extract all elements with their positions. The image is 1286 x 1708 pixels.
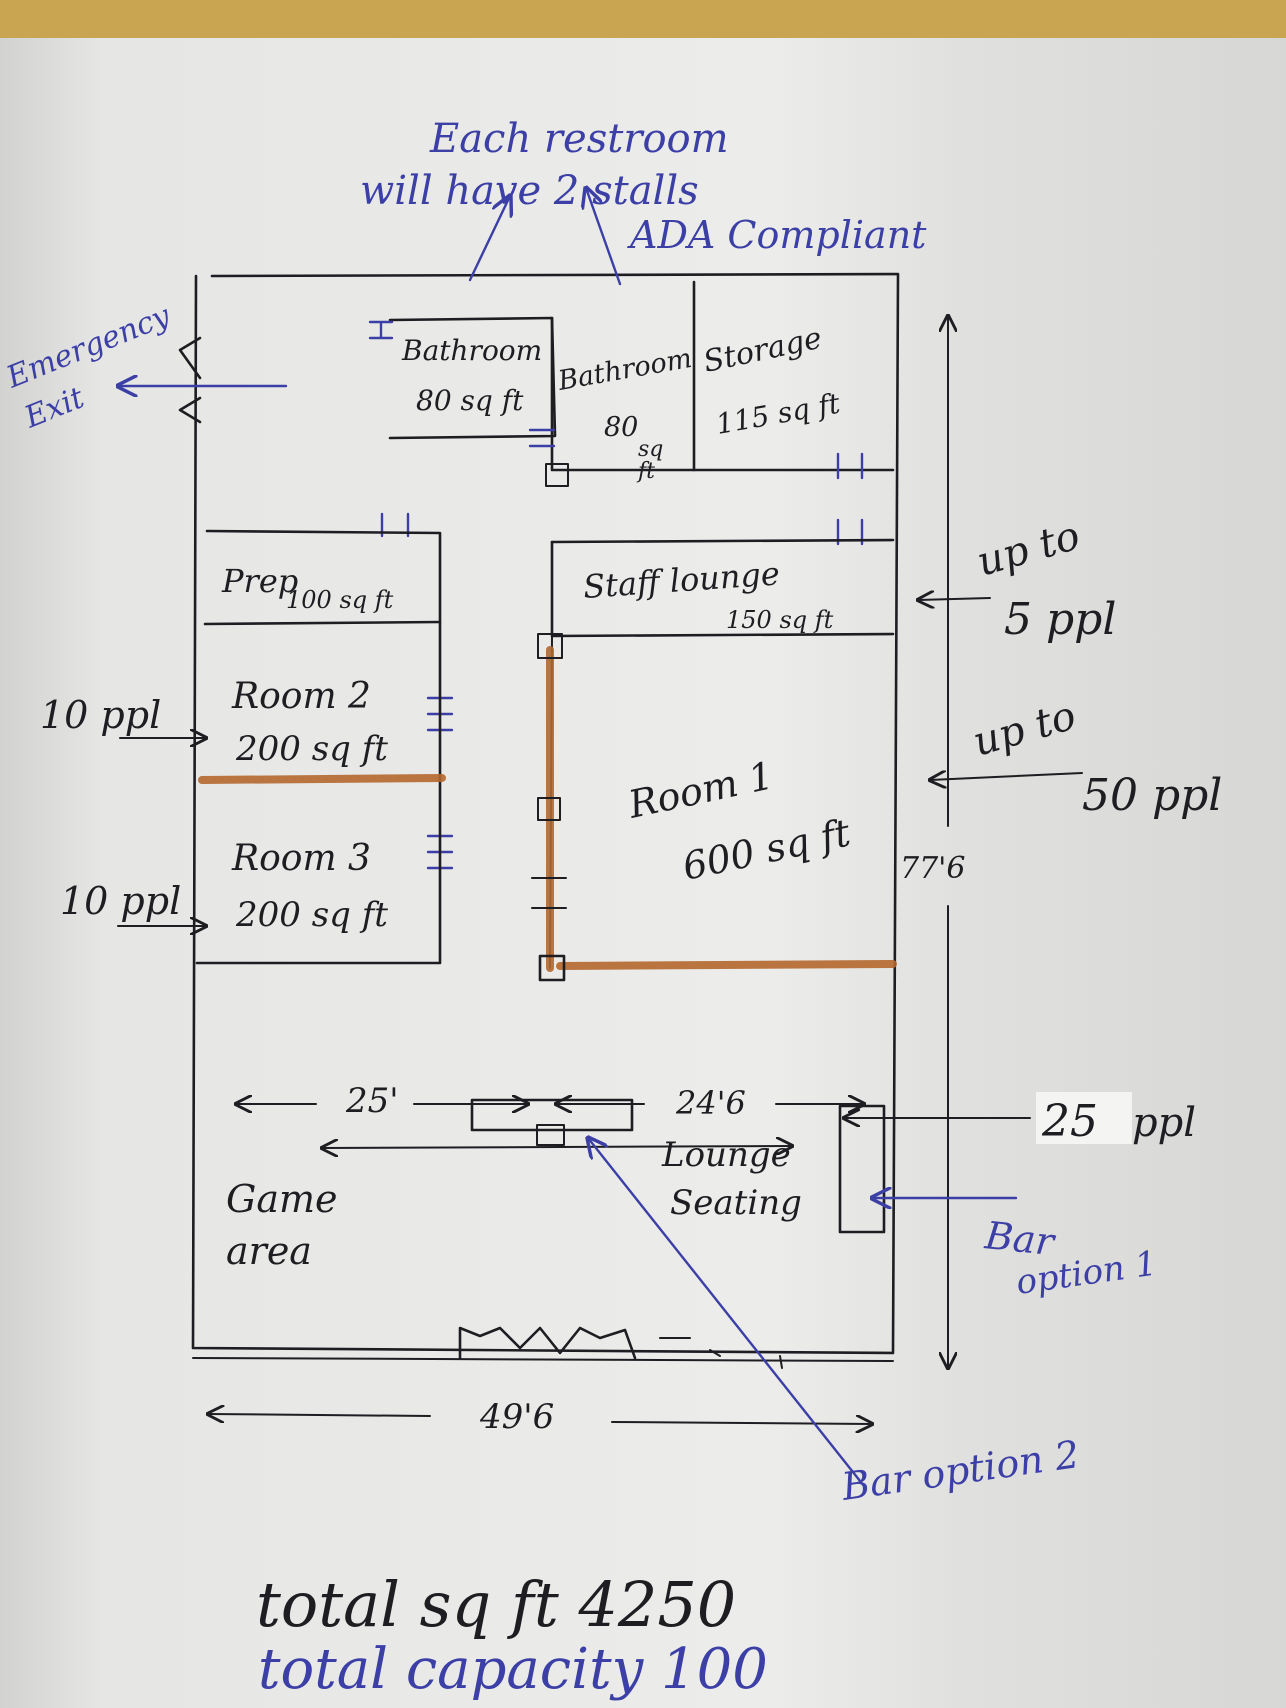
bar-option-2-label: Bar option 2 — [838, 1432, 1082, 1509]
bathroom-a-area: 80 sq ft — [416, 384, 524, 417]
bathroom-a-name: Bathroom — [401, 334, 542, 367]
height-dimension: 77'6 — [900, 851, 966, 886]
bar-option-1-counter — [838, 1104, 886, 1234]
room2-area: 200 sq ft — [235, 729, 388, 769]
room1-area: 600 sq ft — [679, 810, 855, 889]
ada-compliant-note: ADA Compliant — [627, 213, 927, 257]
prep-area: 100 sq ft — [286, 586, 394, 614]
room2-capacity: 10 ppl — [40, 693, 161, 737]
total-capacity: total capacity 100 — [258, 1637, 768, 1702]
staff-capacity-line2: 5 ppl — [1004, 594, 1116, 645]
outer-walls — [191, 272, 900, 1362]
bar-option-2-counter — [470, 1098, 634, 1132]
total-width-dimension: 49'6 — [479, 1397, 554, 1437]
left-rooms — [195, 529, 446, 965]
bathroom-b-area-1: 80 — [604, 412, 638, 443]
staff-lounge-name: Staff lounge — [582, 554, 781, 606]
restroom-storage-block — [388, 280, 895, 487]
capacity-arrows — [117, 598, 1083, 1118]
bar-option-1-line1: Bar — [982, 1213, 1059, 1264]
room3-capacity: 10 ppl — [60, 879, 181, 923]
label-patch — [1036, 1092, 1132, 1144]
floor-plan-sketch: Each restroom will have 2 stalls ADA Com… — [1, 116, 1222, 1702]
column-post — [538, 954, 566, 982]
storage-name: Storage — [700, 321, 825, 380]
room3-area: 200 sq ft — [235, 895, 388, 935]
lounge-capacity-unit: ppl — [1132, 1100, 1196, 1146]
bathroom-b-area-2: sq — [638, 437, 663, 462]
total-square-feet: total sq ft 4250 — [256, 1568, 736, 1641]
note-arrows — [118, 188, 1018, 1488]
bathroom-b-name: Bathroom — [555, 343, 695, 397]
emergency-exit-door — [178, 336, 202, 424]
dimension-arrows — [208, 316, 948, 1424]
game-area-line1: Game — [226, 1177, 338, 1221]
lounge-seating-line2: Seating — [670, 1183, 802, 1223]
sketch-paper: Each restroom will have 2 stalls ADA Com… — [0, 38, 1286, 1708]
emergency-exit-label-line1: Emergency — [1, 298, 176, 396]
restroom-note-line2: will have 2 stalls — [360, 168, 699, 214]
right-width-dimension: 24'6 — [675, 1084, 746, 1122]
lounge-capacity-number: 25 — [1041, 1096, 1098, 1147]
prep-name: Prep — [221, 562, 298, 600]
right-rooms — [531, 538, 897, 982]
bathroom-b-area-3: ft — [636, 459, 655, 484]
room3-name: Room 3 — [231, 838, 371, 879]
staff-lounge-area: 150 sq ft — [726, 606, 834, 634]
column-post — [545, 463, 569, 487]
staff-capacity-line1: up to — [972, 513, 1085, 586]
front-entry — [458, 1326, 783, 1369]
room1-capacity-line1: up to — [968, 693, 1081, 766]
room2-name: Room 2 — [231, 676, 371, 717]
room1-capacity-line2: 50 ppl — [1082, 770, 1222, 821]
room1-name: Room 1 — [624, 753, 778, 827]
left-width-dimension: 25' — [345, 1081, 399, 1121]
storage-area: 115 sq ft — [713, 387, 843, 441]
lounge-seating-line1: Lounge — [661, 1135, 791, 1175]
restroom-note-line1: Each restroom — [429, 116, 729, 162]
column-post — [537, 633, 563, 659]
column-post — [537, 797, 561, 821]
game-area-line2: area — [226, 1229, 312, 1273]
